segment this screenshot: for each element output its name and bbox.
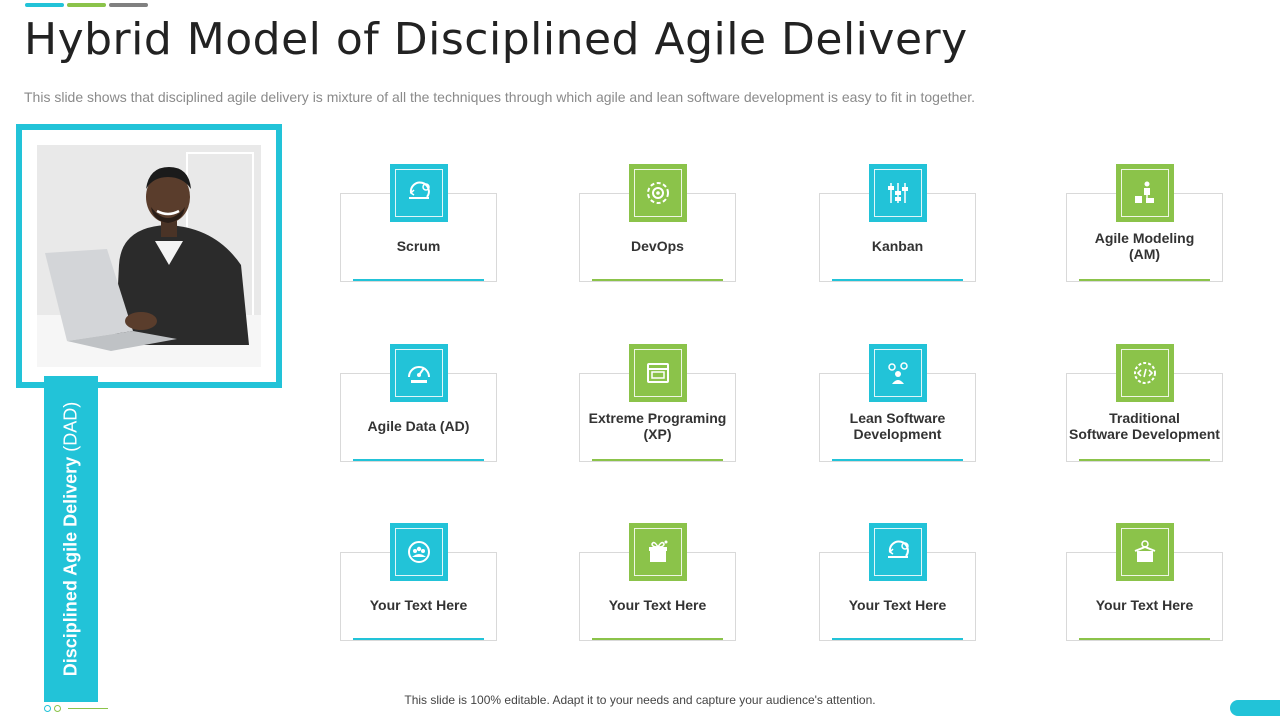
icon-frame [1120, 528, 1169, 576]
icon-frame [873, 528, 922, 576]
card-accent-line [832, 279, 963, 281]
icon-frame [873, 349, 922, 397]
code-gear-icon [1115, 344, 1174, 402]
developer-gears-icon [868, 344, 927, 402]
icon-glyph [648, 540, 667, 562]
technique-label: Agile Modeling (AM) [1094, 229, 1195, 262]
person-blocks-icon [1115, 164, 1174, 222]
card-accent-line [1079, 279, 1210, 281]
icon-frame [633, 169, 682, 217]
accent-bar-green [67, 3, 106, 7]
icon-glyph [887, 362, 908, 384]
page-pill [1230, 700, 1280, 716]
technique-label: Your Text Here [369, 596, 468, 613]
page-subtitle: This slide shows that disciplined agile … [24, 89, 975, 105]
technique-label: Extreme Programing (XP) [588, 409, 727, 442]
card-accent-line [592, 279, 723, 281]
technique-label: Kanban [871, 237, 924, 254]
technique-label: Traditional Software Development [1069, 409, 1220, 442]
icon-frame [1120, 349, 1169, 397]
photo-illustration [37, 145, 261, 367]
technique-label: Your Text Here [848, 596, 947, 613]
technique-label: DevOps [631, 237, 684, 254]
icon-glyph [1134, 181, 1154, 203]
businessman-laptop-photo [37, 145, 261, 367]
card-accent-line [592, 459, 723, 461]
icon-glyph [887, 183, 908, 203]
icon-frame [633, 349, 682, 397]
technique-card: Your Text Here [579, 552, 736, 641]
card-accent-line [353, 279, 484, 281]
technique-label: Your Text Here [608, 596, 707, 613]
icon-frame [1120, 169, 1169, 217]
accent-bar-blue [25, 3, 64, 7]
technique-label: Agile Data (AD) [367, 417, 470, 434]
gauge-icon [389, 344, 448, 402]
icon-frame [394, 169, 443, 217]
card-accent-line [1079, 638, 1210, 640]
icon-glyph [407, 541, 430, 563]
technique-card: Your Text Here [1066, 552, 1223, 641]
icon-frame [394, 349, 443, 397]
icon-frame [873, 169, 922, 217]
side-label: Disciplined Agile Delivery (DAD) [61, 402, 82, 676]
icon-glyph [646, 363, 669, 383]
technique-card: Agile Modeling (AM) [1066, 193, 1223, 282]
kanban-board-icon [868, 164, 927, 222]
technique-card: Your Text Here [340, 552, 497, 641]
card-accent-line [832, 459, 963, 461]
technique-label: Scrum [396, 237, 441, 254]
gear-cycle-icon [628, 164, 687, 222]
technique-label: Lean Software Development [849, 409, 946, 442]
technique-label: Your Text Here [1095, 596, 1194, 613]
gift-box-icon [628, 523, 687, 581]
decor-dot [44, 705, 51, 712]
footer-note: This slide is 100% editable. Adapt it to… [404, 693, 876, 707]
technique-card: Lean Software Development [819, 373, 976, 462]
icon-glyph [887, 540, 909, 558]
icon-glyph [407, 366, 430, 383]
side-label-bold: Disciplined Agile Delivery [60, 456, 81, 677]
scrum-cycle-icon [389, 164, 448, 222]
box-gear-icon [1115, 523, 1174, 581]
decor-dots [44, 705, 108, 712]
photo-frame [16, 124, 282, 388]
decor-line [68, 708, 108, 709]
page-title: Hybrid Model of Disciplined Agile Delive… [24, 14, 968, 65]
scrum-cycle-icon [868, 523, 927, 581]
browser-window-icon [628, 344, 687, 402]
decor-dot [54, 705, 61, 712]
card-accent-line [592, 638, 723, 640]
accent-bar-gray [109, 3, 148, 7]
team-circle-icon [389, 523, 448, 581]
icon-frame [394, 528, 443, 576]
side-label-bar [44, 376, 98, 702]
top-accent-bars [25, 3, 148, 7]
icon-glyph [1133, 362, 1156, 384]
side-label-light: (DAD) [60, 401, 81, 457]
icon-glyph [408, 181, 430, 199]
card-accent-line [1079, 459, 1210, 461]
card-accent-line [353, 638, 484, 640]
icon-glyph [1134, 540, 1155, 562]
icon-frame [633, 528, 682, 576]
card-accent-line [353, 459, 484, 461]
card-accent-line [832, 638, 963, 640]
icon-glyph [646, 182, 669, 204]
technique-card: Agile Data (AD) [340, 373, 497, 462]
